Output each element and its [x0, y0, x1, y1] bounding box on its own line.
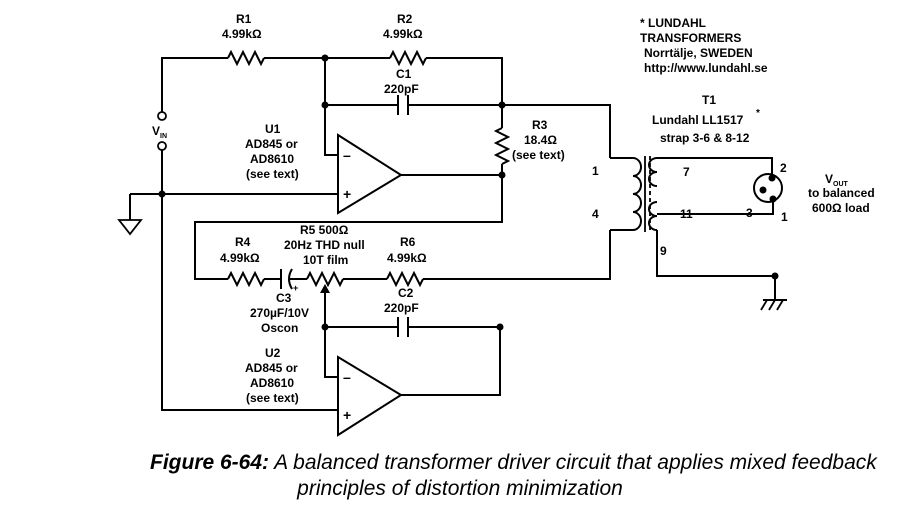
pin-11: 11: [680, 207, 693, 221]
u1-plus-sign: +: [343, 186, 351, 202]
r4-value-label: 4.99kΩ: [220, 251, 260, 265]
vin-terminal-bottom-icon: [157, 141, 167, 151]
figure-caption: Figure 6-64: A balanced transformer driv…: [0, 450, 920, 502]
xlr-pin-3: 3: [746, 206, 753, 220]
r5-line1: R5 500Ω: [300, 223, 349, 237]
caption-line1: Figure 6-64: A balanced transformer driv…: [0, 450, 920, 476]
vin-sub: IN: [160, 133, 167, 140]
caption-line1-text: A balanced transformer driver circuit th…: [269, 451, 877, 474]
vout-line3: 600Ω load: [812, 201, 870, 215]
u2-note-label: (see text): [246, 391, 299, 405]
resistor-r2-icon: [389, 49, 427, 67]
junction-dot: [321, 101, 329, 109]
resistor-r4-icon: [227, 270, 265, 288]
xlr-pin-2: 2: [780, 161, 787, 175]
vin-terminal-top-icon: [157, 111, 167, 121]
r4-ref-label: R4: [235, 235, 251, 249]
u1-part-line2: AD8610: [250, 152, 294, 166]
junction-dot: [321, 54, 329, 62]
potentiometer-r5-icon: [306, 270, 344, 300]
note-line4: http://www.lundahl.se: [644, 61, 768, 75]
r3-ref-label: R3: [532, 118, 548, 132]
junction-dot: [771, 272, 779, 280]
u2-ref-label: U2: [265, 346, 281, 360]
pin-4: 4: [592, 207, 599, 221]
chassis-ground-icon: [760, 299, 787, 311]
vout-label: VOUT: [825, 172, 849, 188]
xlr-connector-icon: [753, 173, 783, 203]
t1-asterisk: *: [756, 108, 760, 119]
t1-ref-label: T1: [702, 93, 716, 107]
capacitor-c1-icon: [397, 95, 409, 115]
r5-line2: 20Hz THD null: [284, 238, 365, 252]
c3-polarity-mark: +: [293, 283, 298, 293]
r3-value-label: 18.4Ω: [524, 133, 557, 147]
caption-line2: principles of distortion minimization: [297, 477, 623, 500]
r1-ref-label: R1: [236, 12, 252, 26]
junction-dot: [498, 101, 506, 109]
junctions: [158, 54, 779, 331]
c3-value-label: 270µF/10V: [250, 306, 309, 320]
junction-dot: [496, 323, 504, 331]
c1-value-label: 220pF: [384, 82, 419, 96]
u1-part-line1: AD845 or: [245, 137, 298, 151]
schematic-diagram: – + – + +: [117, 12, 875, 437]
r3-note-label: (see text): [512, 148, 565, 162]
junction-dot: [498, 171, 506, 179]
u2-minus-sign: –: [343, 369, 351, 385]
c3-type-label: Oscon: [261, 321, 298, 335]
vout-sub: OUT: [833, 181, 849, 188]
u2-plus-sign: +: [343, 407, 351, 423]
u1-note-label: (see text): [246, 167, 299, 181]
c3-ref-label: C3: [276, 291, 292, 305]
u1-ref-label: U1: [265, 122, 281, 136]
junction-dot: [321, 323, 329, 331]
pin-9: 9: [660, 244, 667, 258]
caption-figure-label: Figure 6-64:: [150, 451, 270, 474]
transformer-t1-icon: [632, 156, 658, 232]
capacitor-c3-icon: +: [280, 268, 298, 293]
vout-main: V: [825, 172, 833, 186]
r6-ref-label: R6: [400, 235, 416, 249]
pin-1-primary: 1: [592, 164, 599, 178]
resistor-r6-icon: [386, 270, 424, 288]
c1-ref-label: C1: [396, 67, 412, 81]
r6-value-label: 4.99kΩ: [387, 251, 427, 265]
c2-value-label: 220pF: [384, 301, 419, 315]
r5-line3: 10T film: [303, 253, 348, 267]
r2-ref-label: R2: [397, 12, 413, 26]
vin-label: VIN: [152, 124, 167, 140]
opamp-u2-icon: – +: [337, 355, 403, 437]
u2-part-line1: AD845 or: [245, 361, 298, 375]
capacitor-c2-icon: [397, 317, 409, 337]
vout-line2: to balanced: [808, 186, 875, 200]
note-line3: Norrtälje, SWEDEN: [644, 46, 753, 60]
ground-icon: [117, 219, 143, 236]
note-line2: TRANSFORMERS: [640, 31, 741, 45]
wiring: [129, 57, 776, 411]
resistor-r1-icon: [227, 49, 265, 67]
r1-value-label: 4.99kΩ: [222, 27, 262, 41]
vin-main: V: [152, 124, 160, 138]
xlr-pin-1: 1: [781, 210, 788, 224]
u2-part-line2: AD8610: [250, 376, 294, 390]
c2-ref-label: C2: [398, 286, 414, 300]
t1-part-label: Lundahl LL1517: [652, 113, 744, 127]
note-line1: * LUNDAHL: [640, 16, 706, 30]
junction-dot: [158, 190, 166, 198]
opamp-u1-icon: – +: [337, 133, 403, 215]
pin-7: 7: [683, 165, 690, 179]
r2-value-label: 4.99kΩ: [383, 27, 423, 41]
resistor-r3-icon: [493, 127, 511, 165]
u1-minus-sign: –: [343, 147, 351, 163]
t1-strap-label: strap 3-6 & 8-12: [660, 131, 750, 145]
